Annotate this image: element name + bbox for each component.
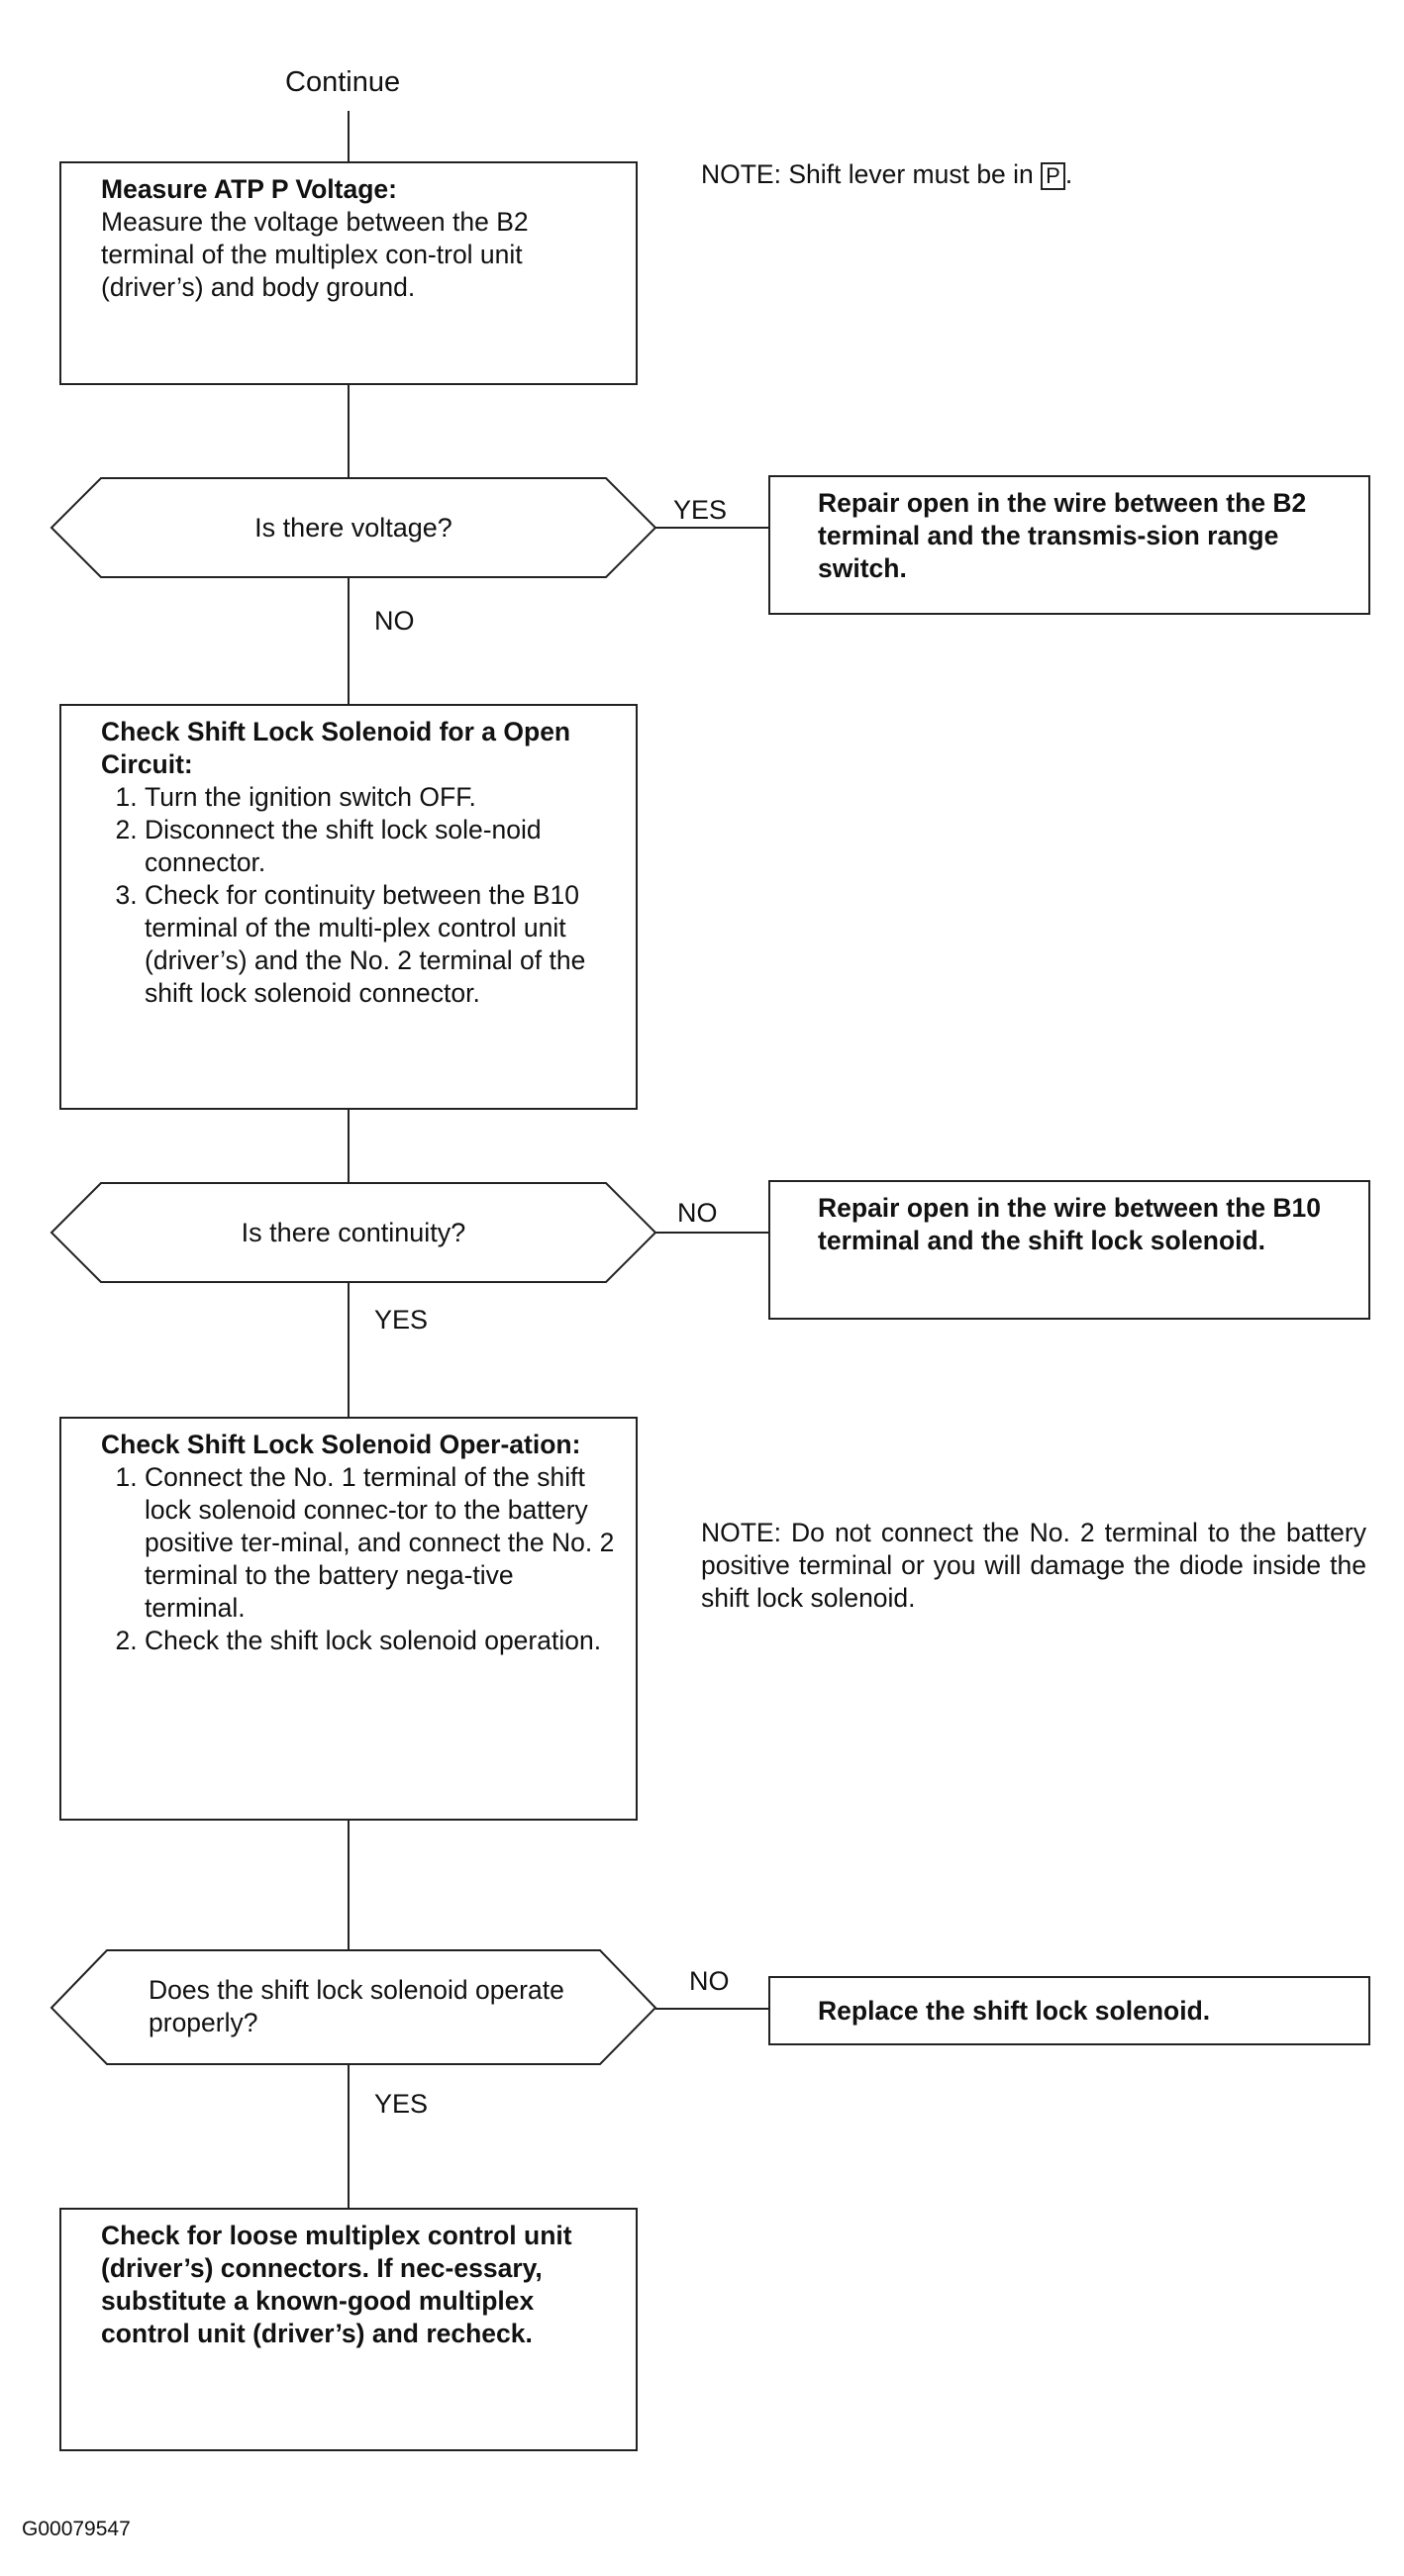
decision1-no-label: NO [374,606,415,636]
step3-title: Check Shift Lock Solenoid Oper-ation: [101,1430,581,1459]
figure-code: G00079547 [22,2518,131,2540]
note-shift-lever-text: NOTE: Shift lever must be in [701,159,1042,189]
step3-item: Connect the No. 1 terminal of the shift … [145,1461,620,1625]
step-measure-atp-voltage: Measure ATP P Voltage: Measure the volta… [59,161,638,385]
decision2-yes-label: YES [374,1305,429,1335]
step2-item: Turn the ignition switch OFF. [145,781,620,814]
result-replace-solenoid: Replace the shift lock solenoid. [768,1976,1370,2045]
decision3-no-label: NO [689,1966,730,1996]
start-label: Continue [285,66,401,98]
decision1-question: Is there voltage? [254,513,452,543]
step3-item: Check the shift lock solenoid operation. [145,1625,620,1657]
result-repair-b10-wire: Repair open in the wire between the B10 … [768,1180,1370,1320]
note-shift-lever: NOTE: Shift lever must be in P. [701,158,1255,191]
step3-list: Connect the No. 1 terminal of the shift … [101,1461,620,1657]
step1-body: Measure the voltage between the B2 termi… [101,207,529,302]
decision3-yes-label: YES [374,2089,429,2119]
step2-list: Turn the ignition switch OFF. Disconnect… [101,781,620,1010]
decision1-yes-label: YES [673,495,728,525]
result-repair-b2-wire: Repair open in the wire between the B2 t… [768,475,1370,615]
step2-item: Disconnect the shift lock sole-noid conn… [145,814,620,879]
decision3-shape [50,1949,657,2065]
step2-item: Check for continuity between the B10 ter… [145,879,620,1010]
final-check-connectors: Check for loose multiplex control unit (… [59,2208,638,2451]
decision2-shape [50,1182,657,1283]
decision2-question: Is there continuity? [241,1218,466,1247]
note-shift-lever-tail: . [1064,159,1073,189]
decision1-shape [50,477,657,578]
step2-title: Check Shift Lock Solenoid for a Open Cir… [101,717,571,779]
park-position-box: P [1041,162,1065,190]
step1-title: Measure ATP P Voltage: [101,174,397,204]
note-diode-warning: NOTE: Do not connect the No. 2 terminal … [701,1518,1366,1613]
step-check-solenoid-operation: Check Shift Lock Solenoid Oper-ation: Co… [59,1417,638,1821]
step-check-solenoid-open-circuit: Check Shift Lock Solenoid for a Open Cir… [59,704,638,1110]
decision3-question: Does the shift lock solenoid operate pro… [149,1975,564,2037]
decision2-no-label: NO [677,1198,718,1228]
